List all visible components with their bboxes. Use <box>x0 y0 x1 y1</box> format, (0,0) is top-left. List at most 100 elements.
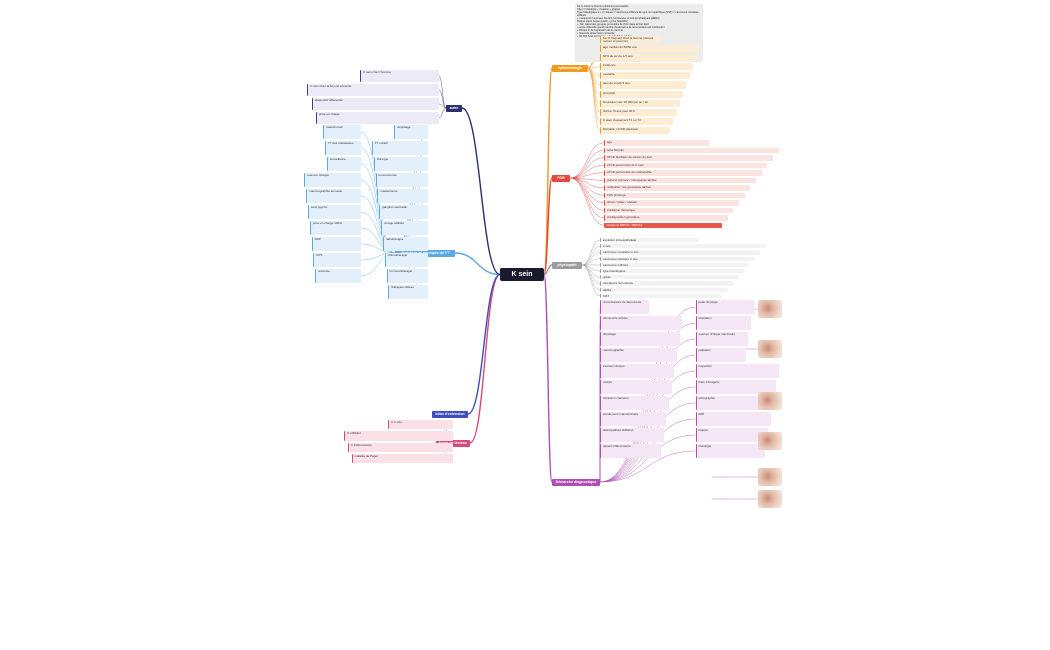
depistage-leaf[interactable]: ganglion sentinelle <box>379 205 428 219</box>
depistage-leaf[interactable]: tumorectomie <box>375 173 428 187</box>
depistage-leaf[interactable]: annonce <box>315 269 361 283</box>
physiopath-leaf[interactable]: évolution intra-épithéliale <box>600 238 699 243</box>
autre-leaf[interactable]: K sein chez l'homme <box>360 70 439 82</box>
link-depistage-18 <box>360 243 396 254</box>
fdr-leaf[interactable]: prédisposition génétique <box>604 215 728 221</box>
diag-leaf[interactable]: ulcération <box>695 316 751 330</box>
epidemio-leaf[interactable]: Survie 70 ans pour 90 K <box>600 108 677 116</box>
epidemio-leaf[interactable]: âge médian du 50/60 ans <box>600 45 700 53</box>
depistage-leaf[interactable]: mammographie annuelle <box>306 189 361 203</box>
depistage-leaf[interactable]: prise en charge 100% <box>309 221 361 235</box>
depistage-leaf[interactable]: thérapies ciblées <box>388 285 428 299</box>
epidemio-leaf[interactable]: pronostic <box>600 90 684 98</box>
depistage-leaf[interactable]: PPS <box>313 253 361 267</box>
note-line: + Nouvelle observation ressentie <box>577 31 615 35</box>
depistage-leaf[interactable]: suivi psycho <box>307 205 361 219</box>
fdr-leaf[interactable]: THS prolongé <box>604 192 745 198</box>
fdr-leaf[interactable]: sexe féminin <box>604 147 779 153</box>
link-depistage-16 <box>360 211 396 254</box>
diag-leaf[interactable]: biopsie <box>695 428 768 442</box>
link-diag-10 <box>599 306 696 483</box>
depistage-leaf[interactable]: dépistage <box>394 125 428 139</box>
diag-leaf[interactable]: échographie <box>695 396 774 410</box>
branch-physiopath[interactable]: physiopath <box>552 261 582 269</box>
fdr-leaf[interactable]: mutations BRCA1 / BRCA2 <box>604 222 722 228</box>
root-node[interactable]: K sein <box>500 268 544 281</box>
diag-leaf[interactable]: adénopathies axillaires <box>600 428 664 442</box>
depistage-leaf[interactable]: TT curatif <box>371 141 428 155</box>
epidemio-leaf[interactable]: K avec classement T1 ou T2 <box>600 117 674 125</box>
link-root-fdr <box>543 177 553 276</box>
physiopath-leaf[interactable]: type histologique <box>600 269 744 274</box>
diag-leaf[interactable]: histologie <box>695 444 766 458</box>
fdr-leaf[interactable]: nulliparité / 1re grossesse tardive <box>604 185 751 191</box>
diag-leaf[interactable]: palpation <box>695 348 746 362</box>
depistage-leaf[interactable]: chimiothérapie <box>384 253 428 267</box>
fdr-leaf[interactable]: ATCD familiaux de cancer du sein <box>604 155 774 161</box>
epidemio-leaf[interactable]: incidence <box>600 63 693 71</box>
epidemio-leaf[interactable]: Mortalité: 12 000 décès/an <box>600 126 671 134</box>
fdr-leaf[interactable]: ATCD personnels de mastopathie <box>604 170 762 176</box>
branch-types[interactable]: types de lésions <box>436 439 470 447</box>
diag-leaf[interactable]: rétraction mamelon <box>600 396 669 410</box>
depistage-leaf[interactable]: hormonothérapie <box>386 269 428 283</box>
note-line: Ne to check le biomon plusieurs ponctual… <box>577 5 629 8</box>
diag-leaf[interactable]: circonstances de découverte <box>600 300 650 314</box>
diag-leaf[interactable]: bilan d'imagerie <box>695 380 777 394</box>
fdr-leaf[interactable]: alcool / tabac / obésité <box>604 200 739 206</box>
autre-leaf[interactable]: prise en charge <box>316 112 439 124</box>
physiopath-leaf[interactable]: carcinome canalaire in situ <box>600 250 761 255</box>
types-leaf[interactable]: K infiltrant <box>344 431 453 441</box>
types-leaf[interactable]: maladie de Paget <box>351 453 453 463</box>
branch-epidemio[interactable]: épidémiologie <box>552 64 588 72</box>
note-line: + marqueurs tumoraux bio-le% hormonaux e… <box>577 16 660 20</box>
diag-leaf[interactable]: peau d'orange <box>695 300 754 314</box>
fdr-leaf[interactable]: puberté précoce / ménopause tardive <box>604 177 756 183</box>
photo-inflammatoire <box>758 340 782 358</box>
branch-fdr[interactable]: FDR <box>552 174 570 182</box>
diag-leaf[interactable]: aspect inflammatoire <box>600 444 661 458</box>
diag-leaf[interactable]: examen clinique <box>600 364 675 378</box>
physiopath-leaf[interactable]: in situ <box>600 244 766 249</box>
fdr-leaf[interactable]: ATCD personnels de K sein <box>604 162 768 168</box>
link-fdr-8 <box>569 177 605 203</box>
diag-leaf[interactable]: inspection <box>695 364 779 378</box>
depistage-leaf[interactable]: curage axillaire <box>381 221 428 235</box>
depistage-leaf[interactable]: chirurgie <box>373 157 428 171</box>
branch-autre[interactable]: autre <box>446 104 462 112</box>
diag-leaf[interactable]: nodule <box>600 380 672 394</box>
depistage-leaf[interactable]: surveillance <box>326 157 361 171</box>
depistage-leaf[interactable]: trastuzumab <box>323 125 361 139</box>
epidemio-leaf[interactable]: 1er K fréquent chez la femme (devant rec… <box>600 36 660 44</box>
depistage-leaf[interactable]: examen clinique <box>304 173 361 187</box>
depistage-leaf[interactable]: TT des métastases <box>325 141 361 155</box>
autre-leaf[interactable]: diagnostic différentiel <box>311 98 439 110</box>
diag-leaf[interactable]: mammographie <box>600 348 677 362</box>
depistage-leaf[interactable]: RCP <box>311 237 361 251</box>
diag-leaf[interactable]: examen clinique mammaire <box>695 332 749 346</box>
diag-leaf[interactable]: IRM <box>695 412 771 426</box>
autre-leaf[interactable]: K sein chez la femme enceinte <box>307 84 439 96</box>
diag-leaf[interactable]: découverte fortuite <box>600 316 683 330</box>
physiopath-leaf[interactable]: HER2 <box>600 287 728 292</box>
depistage-leaf[interactable]: radiothérapie <box>382 237 428 251</box>
fdr-leaf[interactable]: âge <box>604 140 709 146</box>
diag-leaf[interactable]: dépistage <box>600 332 680 346</box>
diag-leaf[interactable]: écoulement mamelonnaire <box>600 412 667 426</box>
epidemio-leaf[interactable]: 60% de survie à 5 ans <box>600 54 697 62</box>
physiopath-leaf[interactable]: récepteurs hormonaux <box>600 281 734 286</box>
depistage-leaf[interactable]: mastectomie <box>377 189 428 203</box>
physiopath-leaf[interactable]: carcinome infiltrant <box>600 262 750 267</box>
physiopath-leaf[interactable]: Ki67 <box>600 293 723 298</box>
epidemio-leaf[interactable]: Nouveaux cas: 60 000 par an / an <box>600 99 680 107</box>
link-root-physiopath <box>543 264 553 276</box>
fdr-leaf[interactable]: irradiation thoracique <box>604 207 734 213</box>
epidemio-leaf[interactable]: mortalité <box>600 72 690 80</box>
branch-diag[interactable]: Démarche diagnostique <box>552 478 600 486</box>
types-leaf[interactable]: K inflammatoire <box>347 442 453 452</box>
epidemio-leaf[interactable]: taux de survie 5 ans <box>600 81 687 89</box>
physiopath-leaf[interactable]: grade <box>600 275 739 280</box>
physiopath-leaf[interactable]: carcinome lobulaire in situ <box>600 256 755 261</box>
types-leaf[interactable]: K in situ <box>388 420 453 430</box>
branch-extension[interactable]: bilan d'extension <box>432 410 468 418</box>
